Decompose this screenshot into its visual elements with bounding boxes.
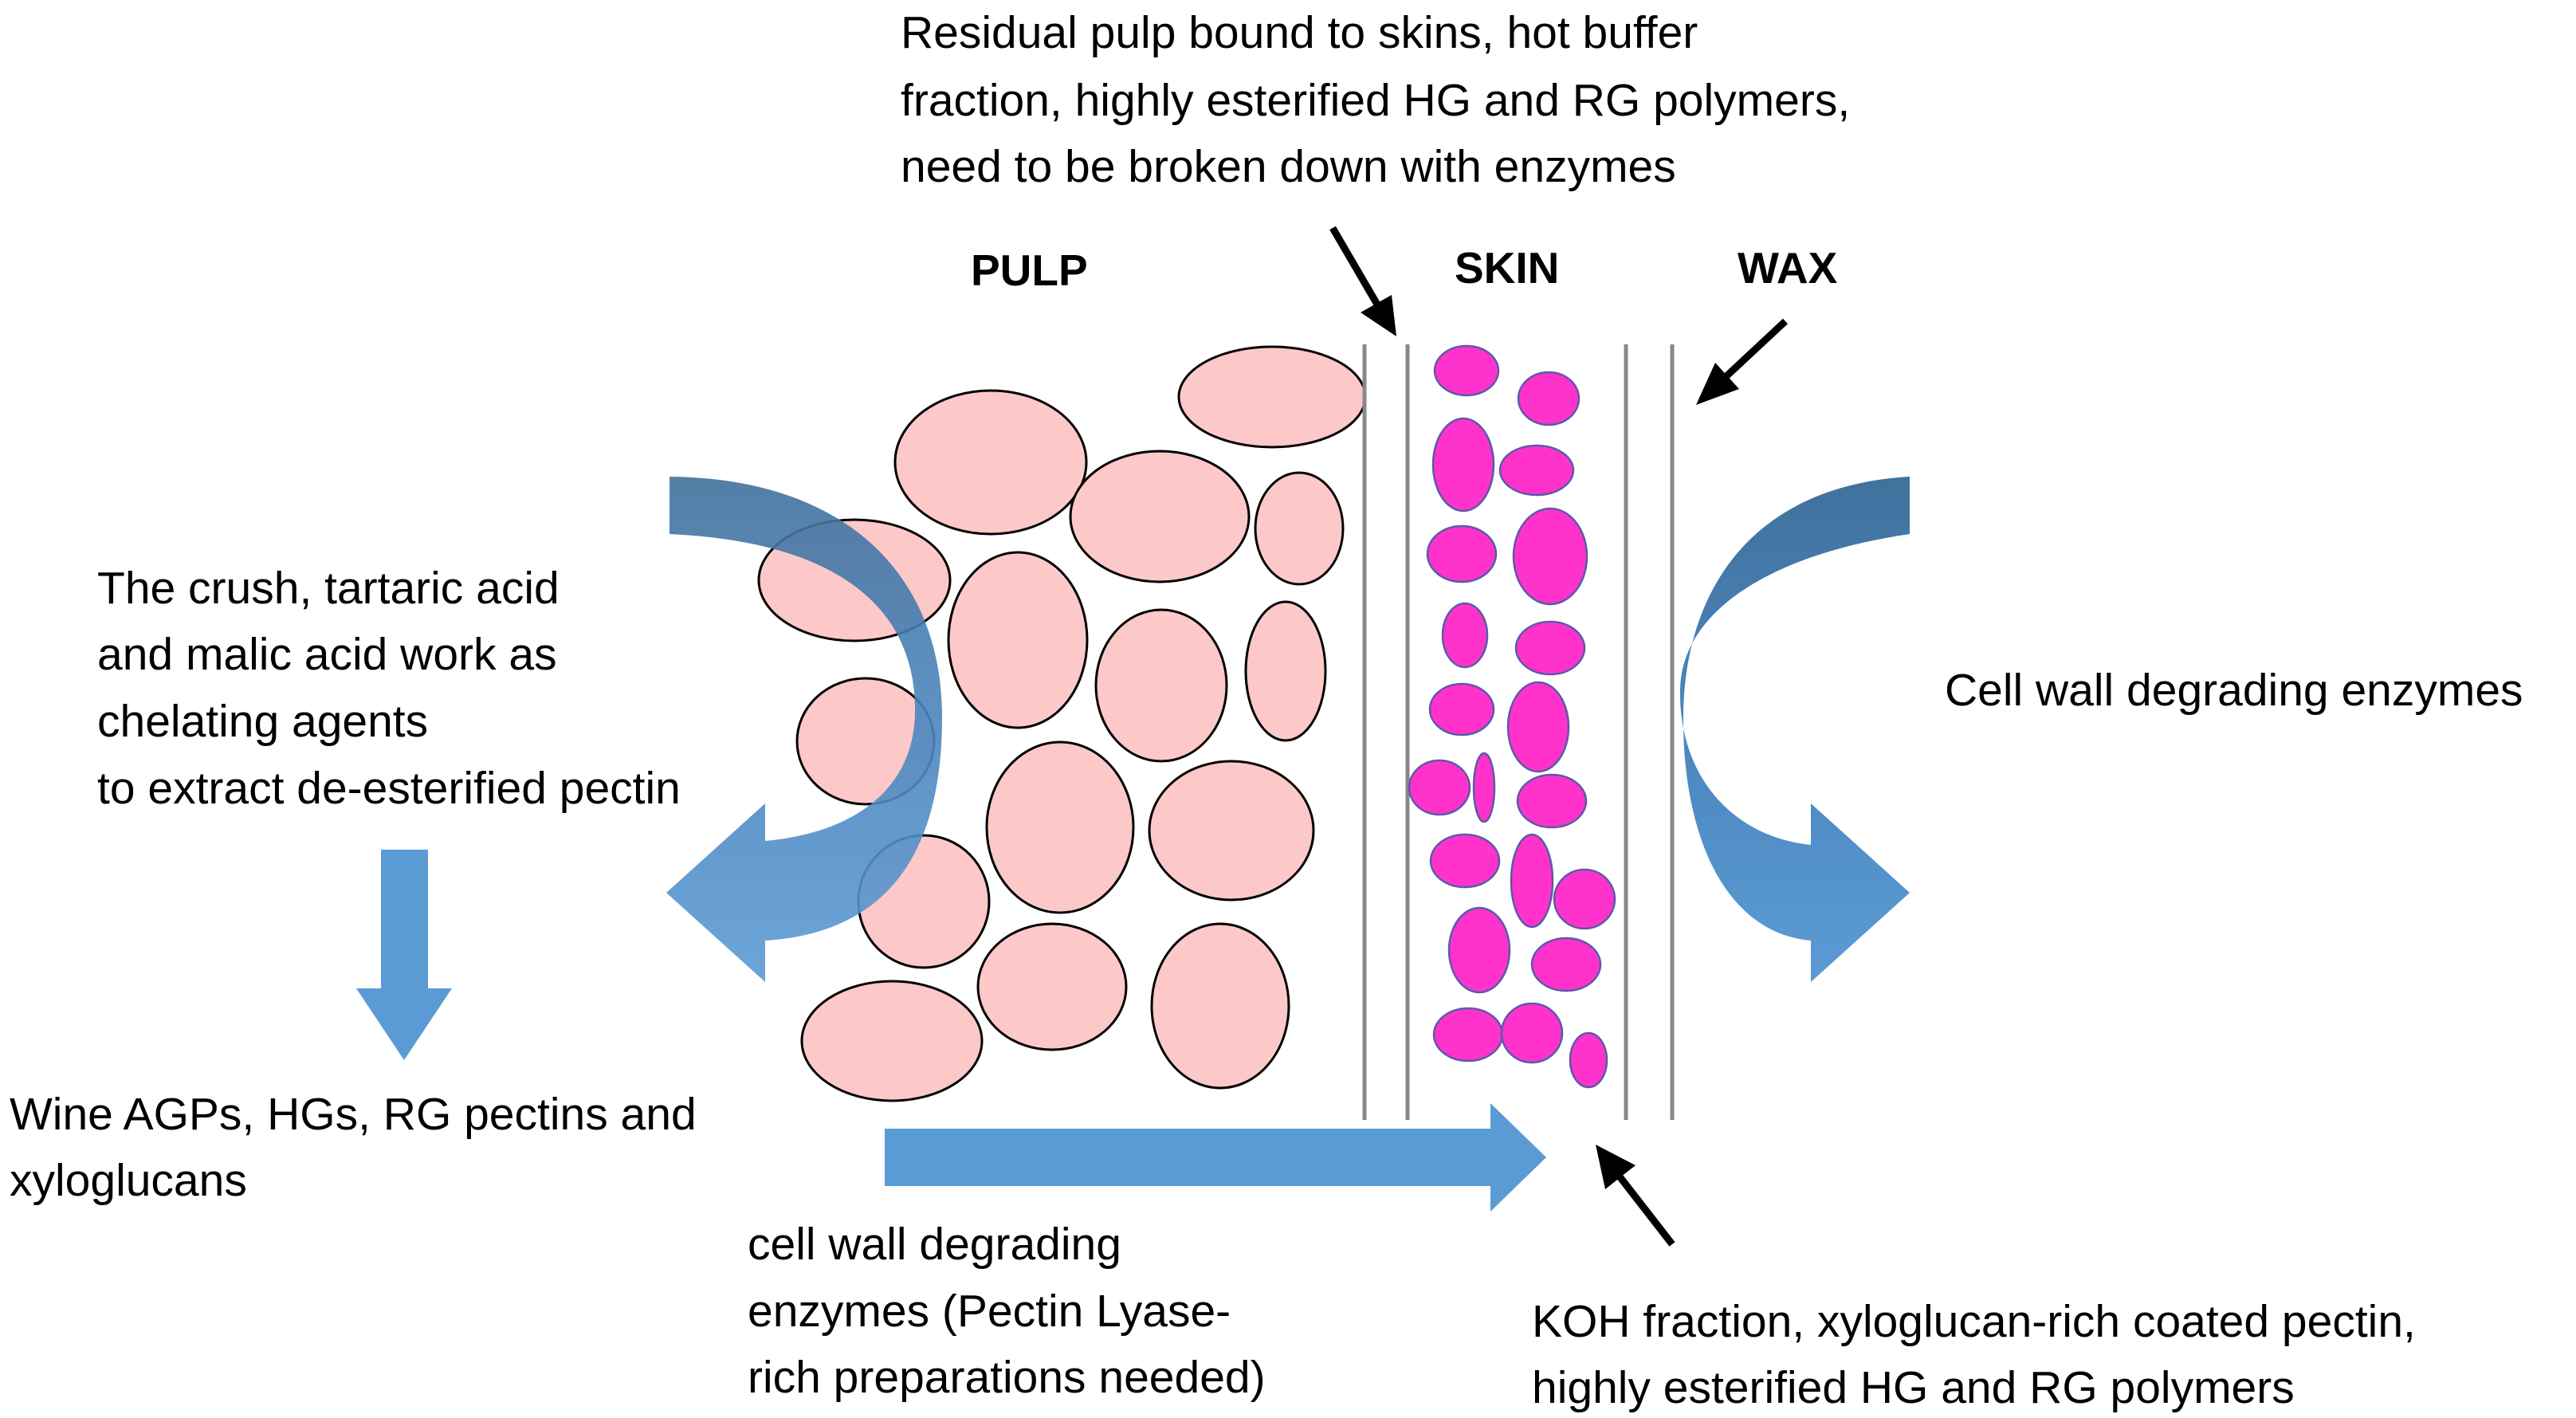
skin-cell	[1431, 417, 1495, 513]
pulp-label: PULP	[971, 245, 1088, 295]
pulp-cell	[800, 980, 984, 1102]
pulp-cell	[985, 740, 1135, 914]
koh-fraction-annotation: KOH fraction, xyloglucan-rich coated pec…	[1532, 1296, 2429, 1413]
skin-cell	[1530, 937, 1602, 992]
pulp-cell	[1150, 922, 1290, 1090]
skin-cell	[1516, 773, 1588, 829]
crush-line-1: The crush, tartaric acid	[97, 563, 560, 614]
skin-cell	[1500, 1002, 1564, 1064]
pointer-arrow-residual	[1329, 226, 1396, 336]
skin-cell	[1514, 620, 1586, 676]
pulp-cell	[893, 389, 1088, 536]
crush-line-2: and malic acid work as	[97, 629, 557, 680]
cell-wall-enzymes-line-2: enzymes (Pectin Lyase-	[748, 1286, 1231, 1337]
pulp-cell	[1244, 600, 1327, 742]
pulp-cell	[976, 922, 1128, 1051]
pulp-cell	[1094, 608, 1228, 763]
skin-cell	[1472, 752, 1496, 823]
right-curved-arrow	[1679, 477, 1910, 982]
wine-products-annotation: Wine AGPs, HGs, RG pectins and xylogluca…	[10, 1089, 709, 1206]
skin-cell	[1512, 507, 1588, 606]
skin-cell	[1429, 833, 1501, 889]
pointer-arrow-koh	[1596, 1145, 1675, 1247]
skin-cells	[1408, 344, 1616, 1089]
pulp-cell	[947, 551, 1089, 729]
cell-wall-enzymes-bottom-annotation: cell wall degrading enzymes (Pectin Lyas…	[748, 1219, 1266, 1403]
down-arrow	[356, 850, 452, 1060]
skin-cell	[1506, 681, 1570, 773]
wine-products-line-2: xyloglucans	[10, 1155, 247, 1206]
pulp-cell	[1254, 471, 1345, 586]
wine-products-line-1: Wine AGPs, HGs, RG pectins and	[10, 1089, 697, 1140]
residual-pulp-line-3: need to be broken down with enzymes	[901, 141, 1676, 192]
pulp-cells	[757, 345, 1367, 1102]
skin-cell	[1433, 344, 1500, 397]
skin-cell	[1498, 444, 1575, 497]
pulp-cell	[1148, 760, 1315, 901]
skin-cell	[1441, 602, 1489, 669]
skin-cell	[1408, 759, 1471, 816]
crush-line-3: chelating agents	[97, 696, 428, 747]
pointer-arrow-wax	[1696, 318, 1789, 405]
left-curved-arrow	[666, 477, 942, 982]
skin-cell	[1426, 524, 1498, 583]
pulp-cell	[1069, 450, 1251, 583]
right-arrow	[885, 1103, 1546, 1212]
skin-cell	[1553, 868, 1616, 930]
crush-annotation: The crush, tartaric acid and malic acid …	[97, 563, 681, 814]
koh-fraction-line-1: KOH fraction, xyloglucan-rich coated pec…	[1532, 1296, 2416, 1347]
crush-line-4: to extract de-esterified pectin	[97, 763, 681, 814]
skin-cell	[1517, 371, 1581, 426]
skin-cell	[1447, 906, 1511, 994]
skin-cell	[1428, 682, 1495, 736]
residual-pulp-line-2: fraction, highly esterified HG and RG po…	[901, 75, 1850, 126]
residual-pulp-line-1: Residual pulp bound to skins, hot buffer	[901, 7, 1698, 58]
wax-label: WAX	[1738, 243, 1838, 293]
koh-fraction-line-2: highly esterified HG and RG polymers	[1532, 1362, 2295, 1413]
residual-pulp-annotation: Residual pulp bound to skins, hot buffer…	[901, 7, 1863, 192]
pulp-cell	[1177, 345, 1367, 449]
cell-wall-enzymes-line-1: cell wall degrading	[748, 1219, 1121, 1270]
skin-label: SKIN	[1455, 243, 1559, 293]
cell-wall-enzymes-right-annotation: Cell wall degrading enzymes	[1945, 665, 2523, 716]
skin-cell	[1569, 1031, 1608, 1089]
skin-cell	[1510, 833, 1554, 929]
skin-cell	[1432, 1007, 1504, 1063]
cell-wall-enzymes-line-3: rich preparations needed)	[748, 1352, 1266, 1403]
